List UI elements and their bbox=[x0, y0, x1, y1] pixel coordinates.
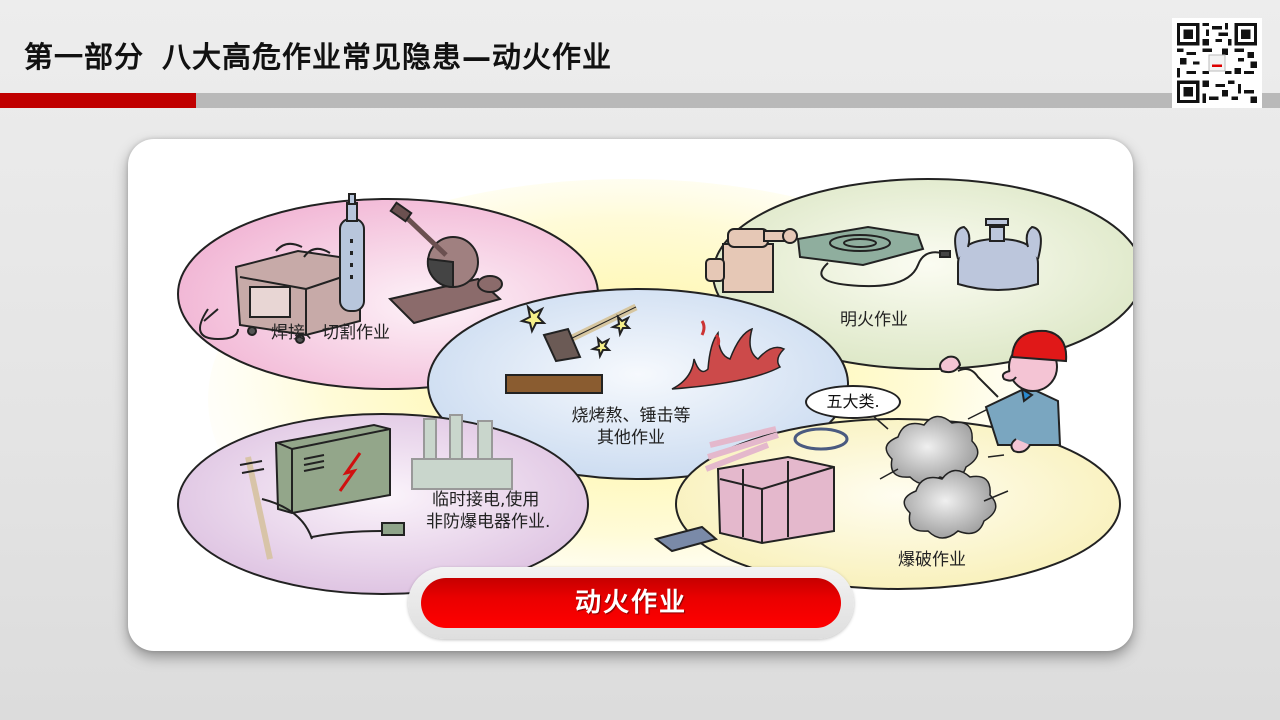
section-title: 八大高危作业常见隐患—动火作业 bbox=[162, 40, 613, 74]
electric-hotplate-icon bbox=[796, 225, 951, 288]
qr-code bbox=[1172, 18, 1262, 108]
substation-icon bbox=[411, 414, 513, 490]
label-welding-cutting: 焊接、切割作业 bbox=[271, 323, 390, 343]
fire-icon bbox=[671, 320, 786, 390]
speech-bubble: 五大类. bbox=[805, 385, 901, 419]
label-other-work-line1: 烧烤熬、锤击等 bbox=[571, 406, 691, 426]
label-blasting: 爆破作业 bbox=[898, 550, 966, 570]
content-card: 焊接、切割作业 明火作业 烧烤熬、锤击等 其他作业 临时接电,使用 非防爆电器作… bbox=[128, 139, 1133, 651]
hot-work-banner-label: 动火作业 bbox=[421, 578, 841, 628]
label-temp-electric-line1: 临时接电,使用 bbox=[432, 490, 540, 510]
open-flame-bubble bbox=[705, 178, 1133, 370]
page-title: 第一部分八大高危作业常见隐患—动火作业 bbox=[24, 34, 612, 76]
electric-box-icon bbox=[274, 423, 391, 515]
worker-icon bbox=[939, 329, 1068, 454]
kerosene-stove-icon bbox=[954, 218, 1042, 291]
label-temp-electric: 临时接电,使用 非防爆电器作业. bbox=[426, 489, 550, 533]
label-other-work: 烧烤熬、锤击等 其他作业 bbox=[536, 405, 726, 449]
title-divider-bar bbox=[196, 93, 1280, 108]
blasting-bubble bbox=[653, 408, 1121, 590]
label-other-work-line2: 其他作业 bbox=[597, 428, 665, 448]
explosion-icon bbox=[871, 408, 1009, 539]
hot-work-banner: 动火作业 bbox=[408, 567, 854, 639]
utility-pole-icon bbox=[239, 456, 405, 560]
temp-electric-bubble bbox=[177, 413, 589, 595]
welding-machine-icon bbox=[199, 242, 361, 344]
hot-work-illustration bbox=[177, 178, 1133, 619]
label-temp-electric-line2: 非防爆电器作业. bbox=[426, 512, 551, 532]
section-part: 第一部分 bbox=[24, 40, 145, 74]
other-work-bubble bbox=[427, 288, 849, 480]
blowtorch-icon bbox=[705, 228, 798, 293]
gas-cylinder-icon bbox=[339, 193, 365, 312]
cutoff-saw-icon bbox=[388, 201, 503, 325]
label-open-flame: 明火作业 bbox=[840, 310, 908, 330]
explosives-icon bbox=[653, 426, 849, 553]
title-accent-bar bbox=[0, 93, 196, 108]
hammer-icon bbox=[505, 303, 638, 394]
qr-code-icon bbox=[1177, 23, 1257, 103]
